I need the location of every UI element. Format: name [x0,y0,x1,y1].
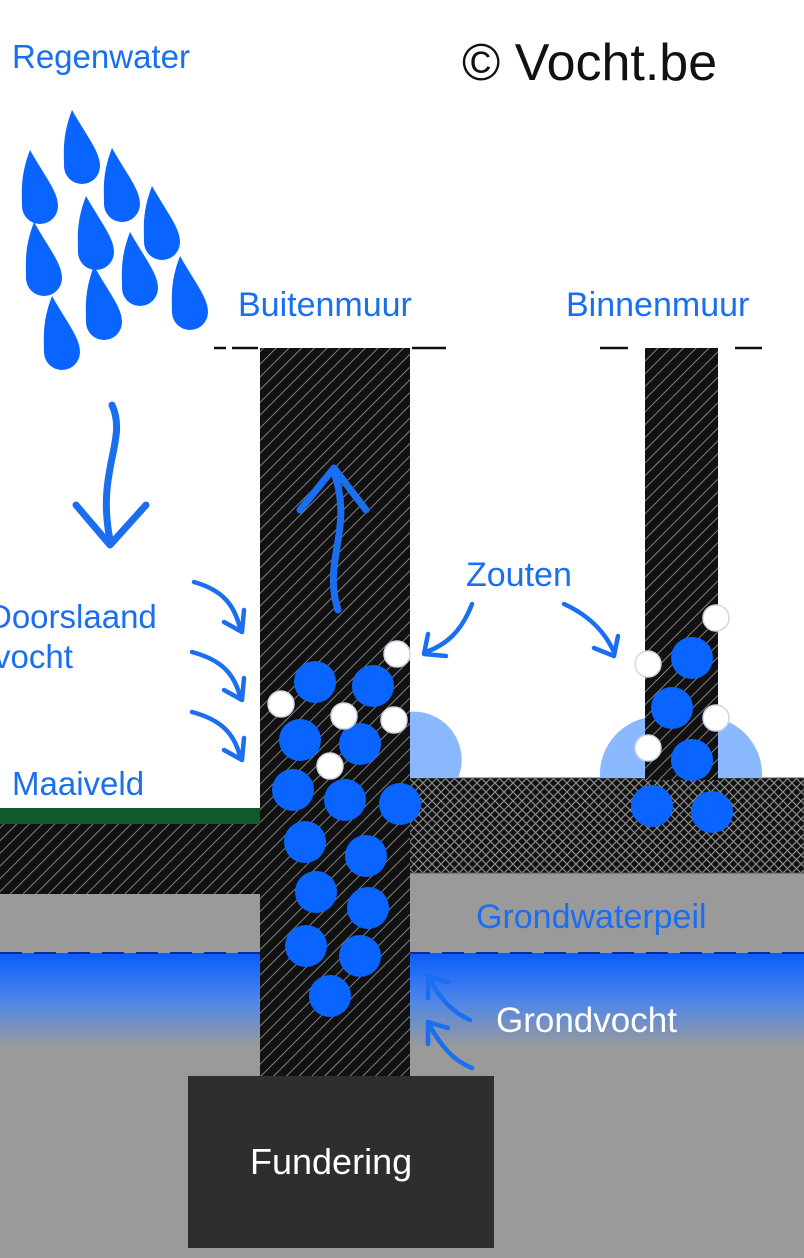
grass-strip [0,808,262,824]
rainwater-label: Regenwater [12,38,190,75]
outer-wall-label: Buitenmuur [238,286,412,324]
foundation-label: Fundering [250,1141,412,1182]
rain-down-arrow-icon [72,401,150,549]
outside-ground-slab [0,822,262,894]
salts-label: Zouten [466,556,572,594]
penetrating-damp-arrow-1-icon [191,579,247,635]
water-molecules [272,637,733,1017]
raindrop-icon [21,110,208,370]
damp-stain-inner-wall-right [717,718,763,778]
groundwater-level-label: Grondwaterpeil [476,898,707,936]
salts-arrow-right-icon [561,601,621,659]
ground-moisture-arrow-2-icon [425,1019,475,1071]
salt-particles [267,604,730,780]
ground-level-label: Maaiveld [12,765,144,802]
foundation-block [188,1076,494,1248]
penetrating-damp-arrow-3-icon [189,709,247,763]
damp-stain-inner-wall-left [599,718,645,778]
copyright-label: © Vocht.be [462,34,717,92]
salts-arrow-left-icon [421,601,475,659]
penetrating-damp-label-line1: Doorslaand [0,598,157,635]
rising-damp-arrow-icon [296,464,370,614]
ground-moisture-label: Grondvocht [496,1001,677,1040]
damp-stain-outer-wall [408,711,462,778]
penetrating-damp-arrow-2-icon [189,649,247,703]
penetrating-damp-label-line2: vocht [0,638,73,675]
ground-moisture-arrow-1-icon [425,973,473,1023]
inner-wall-label: Binnenmuur [566,286,749,324]
